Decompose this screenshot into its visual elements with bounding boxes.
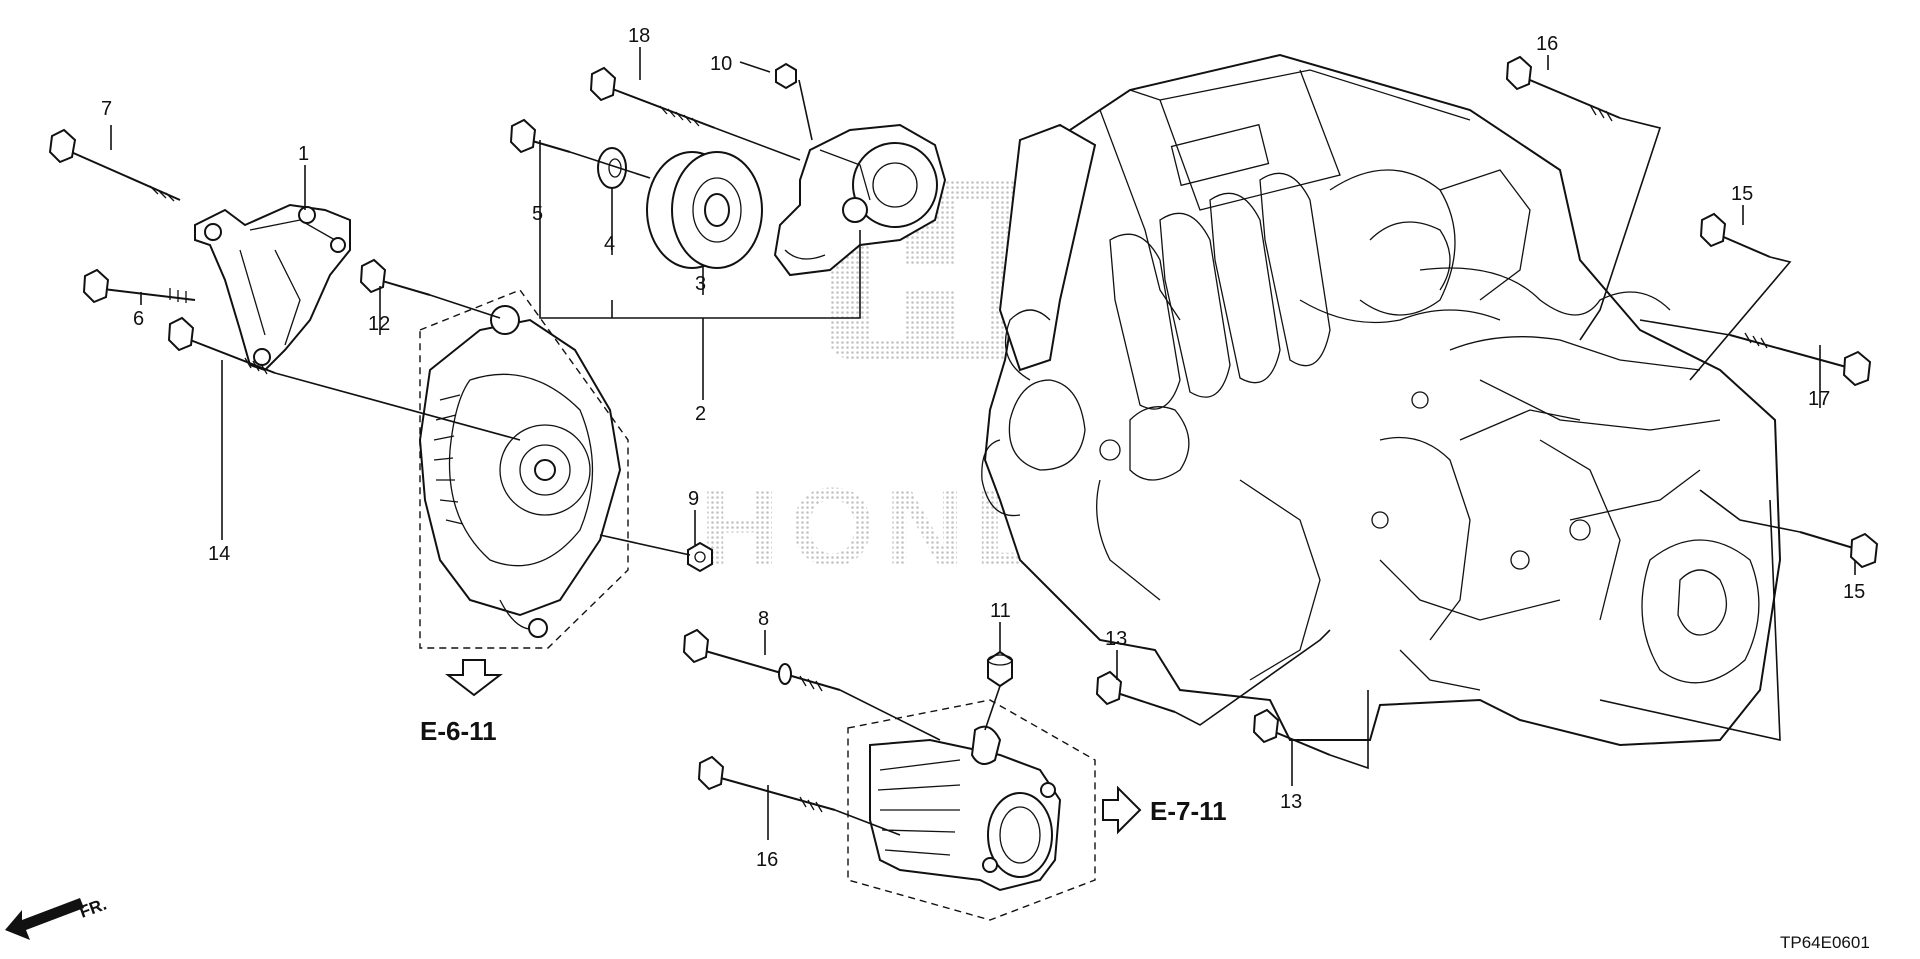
nut-10 xyxy=(775,62,797,90)
callout-2: 2 xyxy=(695,403,706,425)
front-direction-indicator: FR. xyxy=(5,895,109,940)
alternator xyxy=(418,305,622,638)
callout-9: 9 xyxy=(688,488,699,510)
callout-15-right: 15 xyxy=(1843,581,1865,603)
bolt-18 xyxy=(589,66,716,129)
reference-e-6-11[interactable]: E-6-11 xyxy=(420,659,503,746)
starter-motor xyxy=(869,725,1062,892)
callout-4: 4 xyxy=(604,233,615,255)
right-arrow-icon xyxy=(1102,785,1142,835)
reference-e-7-11[interactable]: E-7-11 xyxy=(1102,785,1227,835)
direction-label: FR. xyxy=(77,895,109,922)
alternator-assembly-outline xyxy=(419,289,629,649)
nut-9 xyxy=(687,541,713,573)
leader-lines xyxy=(110,47,1856,840)
callout-numbers: 7 1 6 5 4 3 2 18 10 12 14 9 8 11 16 13 1… xyxy=(101,25,1865,871)
bolt-16-starter xyxy=(697,755,836,813)
bolt-13-right xyxy=(1252,708,1331,756)
reference-label-e-6-11[interactable]: E-6-11 xyxy=(420,716,497,746)
callout-13-left: 13 xyxy=(1105,628,1127,650)
bolt-8 xyxy=(682,628,841,692)
bolt-15-top xyxy=(1699,212,1771,258)
bolt-5 xyxy=(509,118,571,154)
callout-18: 18 xyxy=(628,25,650,47)
idler-pulley xyxy=(646,151,763,269)
bolt-7 xyxy=(48,128,181,202)
callout-13-right: 13 xyxy=(1280,791,1302,813)
auto-tensioner xyxy=(773,123,947,277)
callout-8: 8 xyxy=(758,608,769,630)
nut-11 xyxy=(987,650,1013,688)
engine-assembly xyxy=(981,53,1782,747)
callout-15-top: 15 xyxy=(1731,183,1753,205)
callout-3: 3 xyxy=(695,273,706,295)
callout-12: 12 xyxy=(368,313,390,335)
starter-assembly-outline xyxy=(847,699,1096,921)
callout-6: 6 xyxy=(133,308,144,330)
front-arrow-icon xyxy=(5,898,84,940)
bolt-14 xyxy=(167,316,276,375)
callout-5: 5 xyxy=(532,203,543,225)
callout-1: 1 xyxy=(298,143,309,165)
bolt-13-left xyxy=(1095,670,1176,713)
bolt-15-right xyxy=(1799,531,1879,569)
bolt-12 xyxy=(359,258,431,296)
callout-14: 14 xyxy=(208,543,230,565)
down-arrow-icon xyxy=(445,659,503,697)
callout-7: 7 xyxy=(101,98,112,120)
bolt-6 xyxy=(82,268,196,304)
callout-16-starter: 16 xyxy=(756,849,778,871)
bolt-16-top xyxy=(1505,55,1621,122)
alternator-bracket xyxy=(194,203,351,372)
diagram-code: TP64E0601 xyxy=(1780,933,1870,952)
reference-label-e-7-11[interactable]: E-7-11 xyxy=(1150,796,1227,826)
callout-16-top: 16 xyxy=(1536,33,1558,55)
callout-11: 11 xyxy=(990,600,1011,622)
bolt-17 xyxy=(1729,332,1872,387)
callout-17: 17 xyxy=(1808,388,1830,410)
callout-10: 10 xyxy=(710,53,732,75)
